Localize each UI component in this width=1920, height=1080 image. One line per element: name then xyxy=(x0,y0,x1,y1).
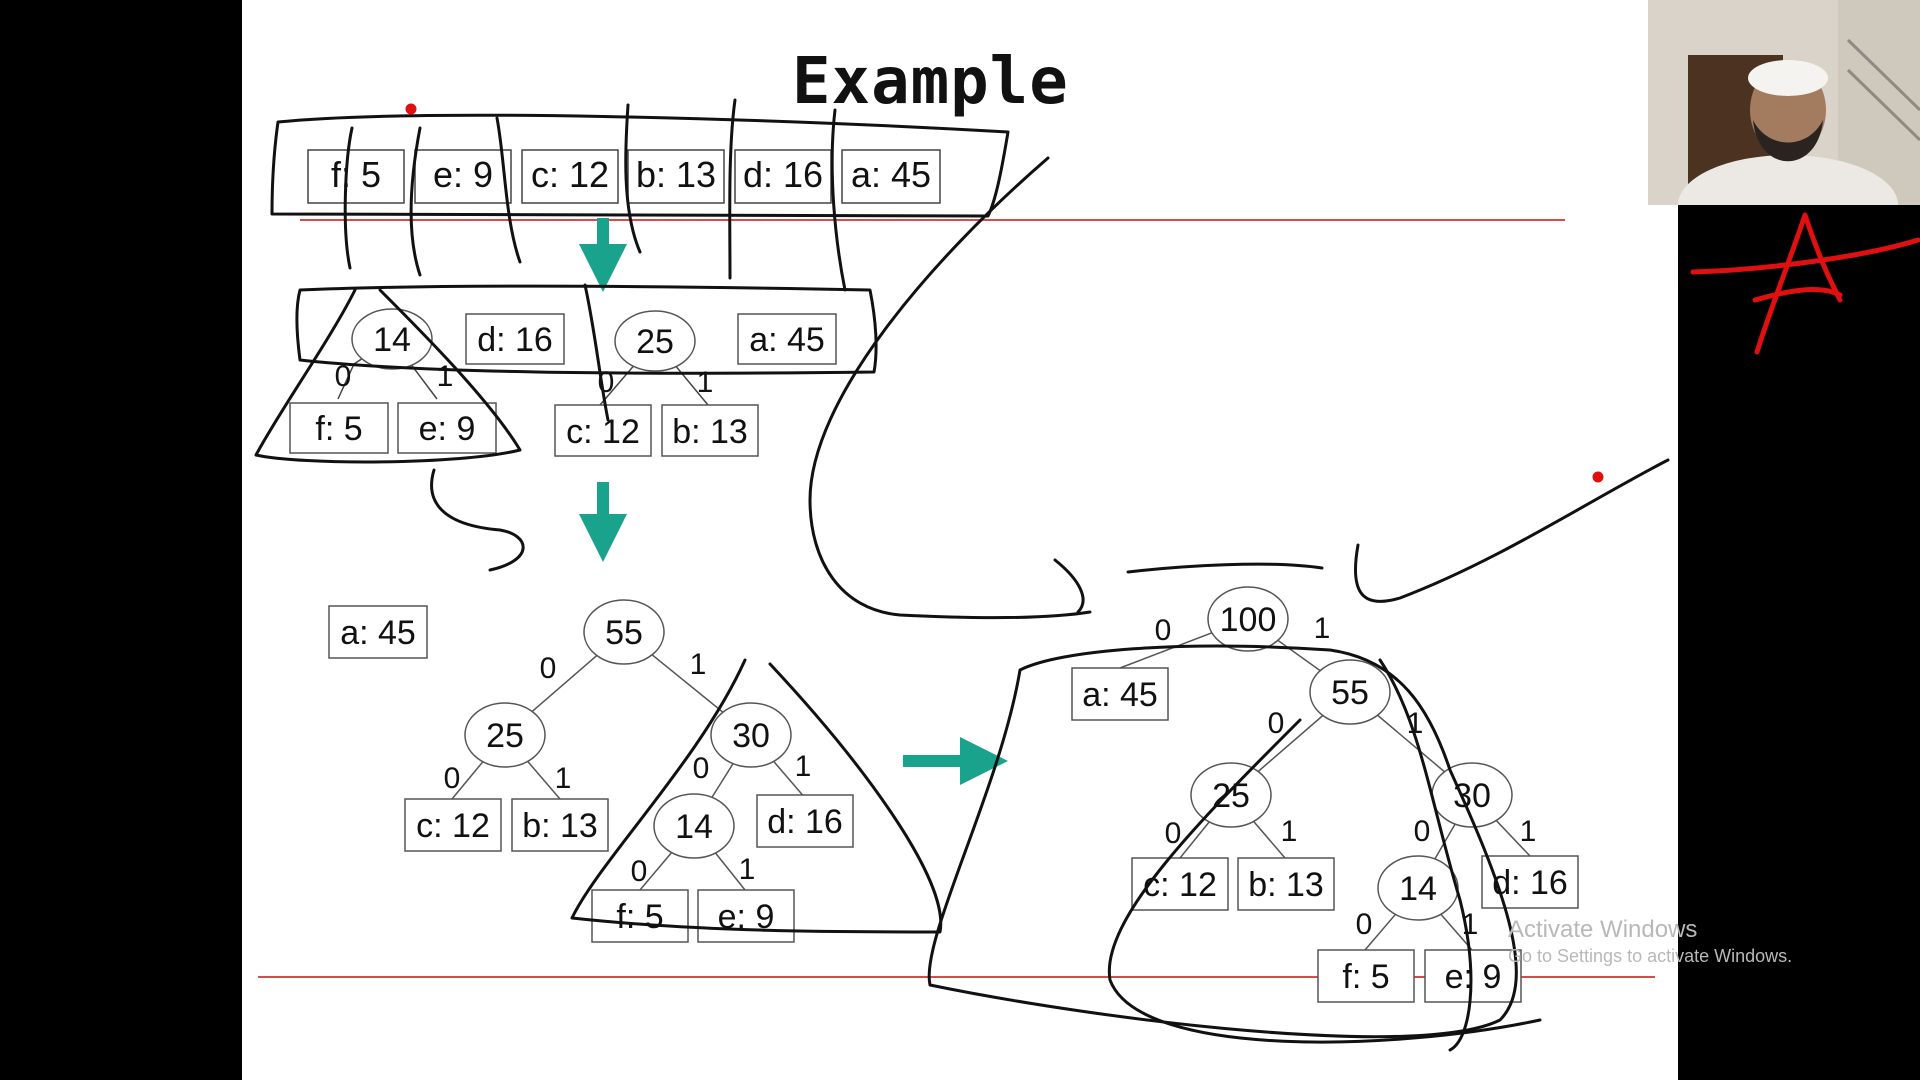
node-label: c: 12 xyxy=(416,807,490,845)
leaf-a45 xyxy=(328,605,428,659)
leaf-a45 xyxy=(737,313,837,365)
tree-node-25 xyxy=(614,310,696,372)
leaf-d16 xyxy=(756,794,854,848)
node-label: b: 13 xyxy=(1248,866,1324,904)
leaf-b13 xyxy=(661,404,759,457)
node-label: e: 9 xyxy=(1445,958,1502,996)
node-label: b: 13 xyxy=(522,807,598,845)
row1-label: d: 16 xyxy=(743,154,823,195)
presenter-webcam xyxy=(1648,0,1920,205)
red-annotations xyxy=(405,103,1920,483)
edge-bit: 0 xyxy=(335,360,352,393)
leaf-b13 xyxy=(511,798,609,852)
tree-node-25 xyxy=(464,702,546,768)
row1-box xyxy=(627,149,725,204)
tree-55: a: 45 55 25 30 14 0 1 0 1 0 1 0 1 c: 12 … xyxy=(328,599,854,943)
leaf-b13 xyxy=(1237,857,1335,911)
row1-label: e: 9 xyxy=(433,154,493,195)
edge-bit: 0 xyxy=(1165,817,1182,850)
edge-bit: 0 xyxy=(1268,707,1285,740)
tree-node-55 xyxy=(1309,659,1391,725)
node-label: 14 xyxy=(1399,870,1437,908)
node-label: c: 12 xyxy=(566,413,640,451)
edge-bit: 1 xyxy=(1281,815,1298,848)
watermark-subtitle: Go to Settings to activate Windows. xyxy=(1508,946,1793,966)
row2: 14 0 1 f: 5 e: 9 d: 16 25 0 1 c: 12 b: 1… xyxy=(289,308,837,457)
edge-bit: 0 xyxy=(444,762,461,795)
tree-node-55 xyxy=(583,599,665,665)
leaf-e9 xyxy=(697,889,795,943)
tree-node-100 xyxy=(1207,586,1289,652)
tree-node-30 xyxy=(710,702,792,768)
row1-label: a: 45 xyxy=(851,154,931,195)
node-label: 100 xyxy=(1220,601,1277,639)
node-label: d: 16 xyxy=(767,803,843,841)
slide-title: Example xyxy=(792,45,1069,119)
edge-bit: 0 xyxy=(631,855,648,888)
node-label: a: 45 xyxy=(1082,676,1158,714)
edge-bit: 1 xyxy=(697,366,714,399)
node-label: 25 xyxy=(486,717,524,755)
row1-box xyxy=(521,149,619,204)
node-label: f: 5 xyxy=(1342,958,1389,996)
row1: f: 5 e: 9 c: 12 b: 13 d: 16 a: 45 xyxy=(307,149,941,204)
edge-bit: 1 xyxy=(795,750,812,783)
node-label: e: 9 xyxy=(419,410,476,448)
node-label: f: 5 xyxy=(315,410,362,448)
node-label: 55 xyxy=(605,614,643,652)
row1-label: c: 12 xyxy=(531,154,609,195)
row1-label: b: 13 xyxy=(636,154,716,195)
row1-label: f: 5 xyxy=(331,154,381,195)
edge-bit: 0 xyxy=(693,752,710,785)
leaf-c12 xyxy=(554,404,652,457)
row1-box xyxy=(414,149,512,204)
edge-bit: 0 xyxy=(1414,815,1431,848)
node-label: b: 13 xyxy=(672,413,748,451)
leaf-a45 xyxy=(1071,667,1169,721)
edge-bit: 0 xyxy=(1155,614,1172,647)
edge-bit: 1 xyxy=(555,762,572,795)
node-label: 30 xyxy=(1453,777,1491,815)
node-label: 14 xyxy=(675,808,713,846)
edge-bit: 1 xyxy=(690,648,707,681)
node-label: 55 xyxy=(1331,674,1369,712)
leaf-f5 xyxy=(289,402,389,454)
edge-bit: 1 xyxy=(1314,612,1331,645)
leaf-e9 xyxy=(1424,949,1522,1003)
node-label: 25 xyxy=(636,323,674,361)
watermark-title: Activate Windows xyxy=(1508,916,1698,943)
edge-bit: 0 xyxy=(540,652,557,685)
node-label: d: 16 xyxy=(1492,864,1568,902)
pen-annotations xyxy=(254,98,1670,1052)
node-label: f: 5 xyxy=(616,898,663,936)
node-label: a: 45 xyxy=(340,614,416,652)
edge-bit: 1 xyxy=(1520,815,1537,848)
row1-box xyxy=(841,149,941,204)
node-label: d: 16 xyxy=(477,321,553,359)
tree-node-14 xyxy=(653,793,735,859)
edge-bit: 1 xyxy=(739,853,756,886)
tree-100: 100 a: 45 55 25 30 14 0 1 0 1 0 1 0 1 0 … xyxy=(1071,586,1579,1003)
node-label: c: 12 xyxy=(1143,866,1217,904)
edge-bit: 0 xyxy=(1356,908,1373,941)
row1-box xyxy=(307,149,405,204)
node-label: a: 45 xyxy=(749,321,825,359)
webcam-image xyxy=(1648,0,1920,205)
edge-bit: 1 xyxy=(1407,707,1424,740)
leaf-d16 xyxy=(465,313,565,365)
activate-windows-watermark: Activate Windows Go to Settings to activ… xyxy=(1508,916,1792,967)
leaf-f5 xyxy=(1317,949,1415,1003)
node-label: 25 xyxy=(1212,777,1250,815)
leaf-c12 xyxy=(404,798,502,852)
node-label: 14 xyxy=(373,321,411,359)
leaf-e9 xyxy=(397,402,497,454)
node-label: 30 xyxy=(732,717,770,755)
leaf-f5 xyxy=(591,889,689,943)
